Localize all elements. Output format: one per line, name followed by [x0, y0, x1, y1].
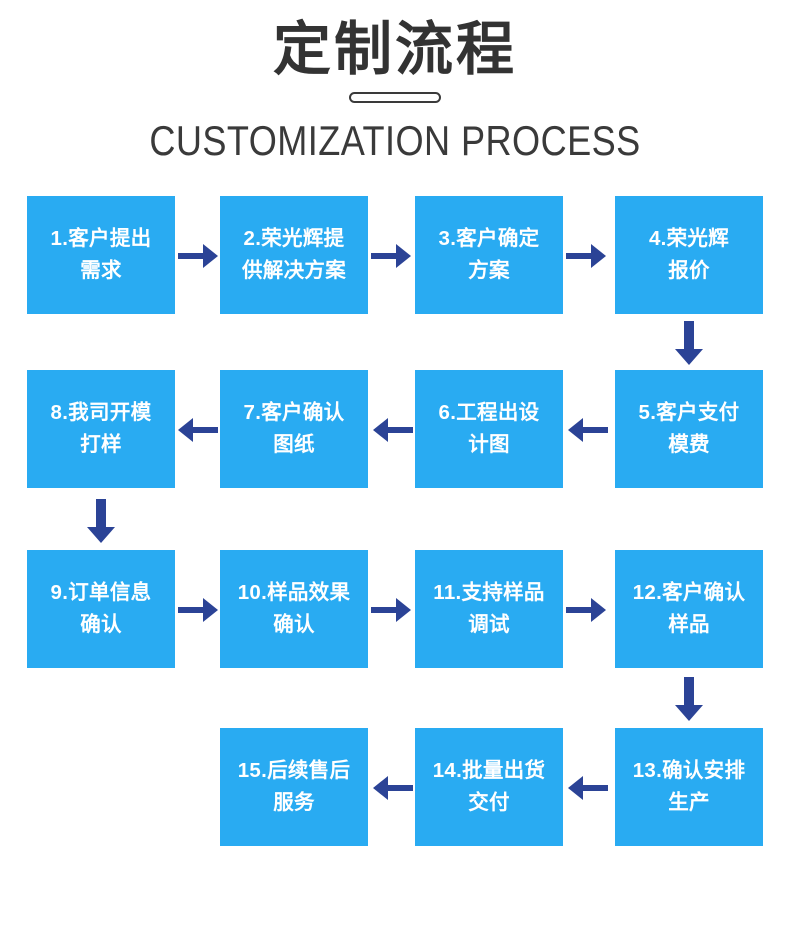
flow-node-6-line1: 6.工程出设 [438, 401, 540, 425]
flow-node-2-line1: 2.荣光辉提 [243, 227, 345, 251]
flow-node-11-line2: 调试 [468, 613, 510, 637]
flow-node-11-line1: 11.支持样品 [433, 581, 545, 605]
flow-node-1-line1: 1.客户提出 [50, 227, 152, 251]
arrow-down-icon-12-to-13 [673, 677, 705, 722]
flow-node-7-line1: 7.客户确认 [243, 401, 345, 425]
flow-node-6-line2: 计图 [468, 433, 510, 457]
process-flowchart: 1.客户提出 需求 2.荣光辉提 供解决方案 3.客户确定 方案 4.荣光辉 报… [0, 183, 790, 883]
flow-node-8[interactable]: 8.我司开模 打样 [27, 370, 175, 489]
arrow-left-icon-5-to-6 [566, 414, 608, 446]
arrow-right-icon-9-to-10 [178, 594, 218, 626]
arrow-right-icon-1-to-2 [178, 240, 218, 272]
flow-node-15-line1: 15.后续售后 [237, 759, 351, 783]
flow-node-11[interactable]: 11.支持样品 调试 [415, 550, 563, 669]
flow-node-12[interactable]: 12.客户确认 样品 [615, 550, 763, 669]
flow-node-7-line2: 图纸 [273, 433, 315, 457]
arrow-down-icon-8-to-9 [85, 499, 117, 544]
flow-node-13-line2: 生产 [668, 791, 710, 815]
flow-node-15[interactable]: 15.后续售后 服务 [220, 728, 368, 847]
flow-node-1[interactable]: 1.客户提出 需求 [27, 196, 175, 315]
arrow-down-icon-4-to-5 [673, 321, 705, 366]
flow-node-12-line1: 12.客户确认 [632, 581, 746, 605]
arrow-left-icon-14-to-15 [371, 772, 413, 804]
flow-node-9[interactable]: 9.订单信息 确认 [27, 550, 175, 669]
flow-node-13-line1: 13.确认安排 [632, 759, 746, 783]
flow-node-9-line2: 确认 [80, 613, 122, 637]
flow-node-8-line1: 8.我司开模 [50, 401, 152, 425]
flow-node-13[interactable]: 13.确认安排 生产 [615, 728, 763, 847]
flow-node-3[interactable]: 3.客户确定 方案 [415, 196, 563, 315]
flow-node-4[interactable]: 4.荣光辉 报价 [615, 196, 763, 315]
flow-node-14[interactable]: 14.批量出货 交付 [415, 728, 563, 847]
arrow-left-icon-13-to-14 [566, 772, 608, 804]
flow-node-12-line2: 样品 [668, 613, 710, 637]
flow-node-10[interactable]: 10.样品效果 确认 [220, 550, 368, 669]
flow-node-15-line2: 服务 [273, 791, 315, 815]
arrow-right-icon-11-to-12 [566, 594, 606, 626]
flow-node-14-line2: 交付 [468, 791, 510, 815]
arrow-right-icon-2-to-3 [371, 240, 411, 272]
flow-node-8-line2: 打样 [80, 433, 122, 457]
arrow-right-icon-3-to-4 [566, 240, 606, 272]
arrow-right-icon-10-to-11 [371, 594, 411, 626]
page-header: 定制流程 CUSTOMIZATION PROCESS [0, 0, 790, 163]
flow-node-9-line1: 9.订单信息 [50, 581, 152, 605]
flow-node-5-line2: 模费 [668, 433, 710, 457]
flow-node-4-line2: 报价 [668, 259, 710, 283]
flow-node-1-line2: 需求 [80, 259, 122, 283]
flow-node-4-line1: 4.荣光辉 [648, 227, 730, 251]
arrow-left-icon-6-to-7 [371, 414, 413, 446]
flow-node-3-line2: 方案 [468, 259, 510, 283]
title-divider [0, 83, 790, 113]
flow-node-5-line1: 5.客户支付 [638, 401, 740, 425]
flow-node-7[interactable]: 7.客户确认 图纸 [220, 370, 368, 489]
flow-node-2[interactable]: 2.荣光辉提 供解决方案 [220, 196, 368, 315]
flow-node-3-line1: 3.客户确定 [438, 227, 540, 251]
flow-node-6[interactable]: 6.工程出设 计图 [415, 370, 563, 489]
flow-node-10-line1: 10.样品效果 [237, 581, 351, 605]
flow-node-2-line2: 供解决方案 [242, 259, 346, 283]
arrow-left-icon-7-to-8 [176, 414, 218, 446]
pill-divider-icon [349, 92, 441, 104]
flow-node-10-line2: 确认 [273, 613, 315, 637]
page-subtitle: CUSTOMIZATION PROCESS [149, 116, 641, 164]
page-title: 定制流程 [272, 17, 517, 82]
flow-node-5[interactable]: 5.客户支付 模费 [615, 370, 763, 489]
flow-node-14-line1: 14.批量出货 [432, 759, 546, 783]
